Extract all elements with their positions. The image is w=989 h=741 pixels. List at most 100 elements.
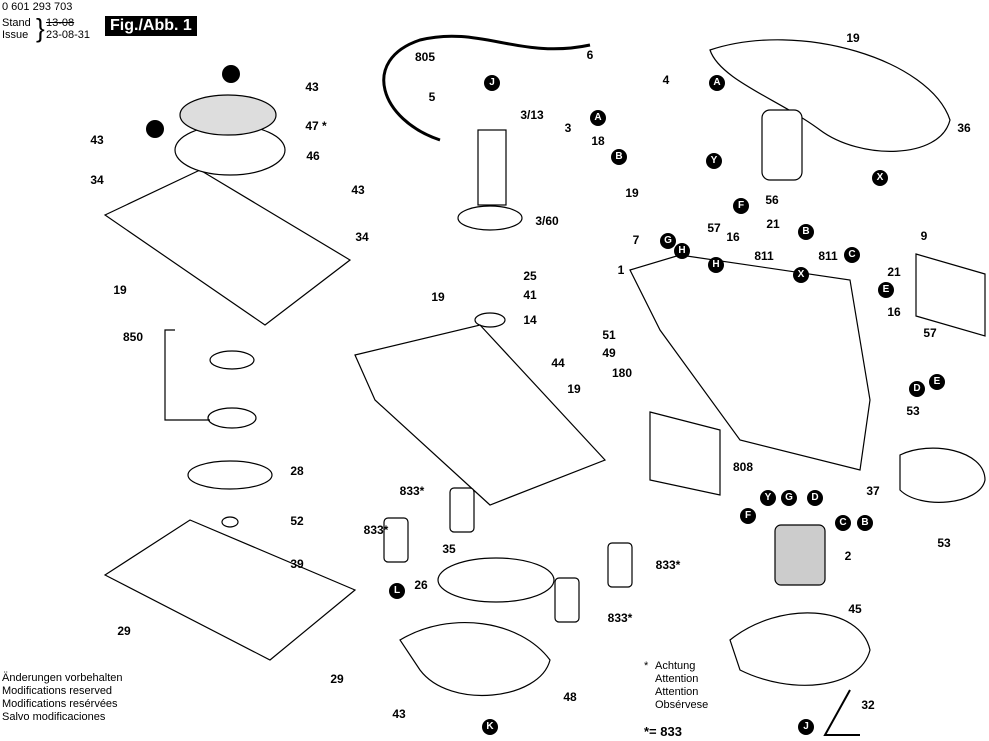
connector-X: X — [793, 267, 809, 283]
connector-K: K — [482, 719, 498, 735]
callout-39: 39 — [290, 557, 304, 571]
callout-52: 52 — [290, 514, 304, 528]
callout-18: 18 — [591, 134, 605, 148]
modification-note: Änderungen vorbehalten — [2, 672, 123, 684]
issue-label: Issue — [2, 29, 29, 41]
attention-note: Achtung — [655, 660, 696, 672]
base-plate-part — [103, 169, 352, 326]
attention-note: Obsérvese — [655, 699, 709, 711]
armature-part-3 — [477, 129, 507, 206]
bearing-part — [209, 350, 255, 370]
modification-note: Modifications resérvées — [2, 698, 118, 710]
nut-part-52 — [221, 516, 239, 528]
marker-dot — [222, 65, 240, 83]
dust-bag-part-48 — [399, 622, 551, 697]
callout-21: 21 — [887, 265, 901, 279]
connector-J: J — [484, 75, 500, 91]
connector-H: H — [674, 243, 690, 259]
cover-part-36 — [709, 39, 951, 152]
connector-D: D — [909, 381, 925, 397]
pad-part-39 — [103, 519, 357, 661]
callout-19: 19 — [846, 31, 860, 45]
connector-L: L — [389, 583, 405, 599]
callout-34: 34 — [355, 230, 369, 244]
callout-34: 34 — [90, 173, 104, 187]
callout-14: 14 — [523, 313, 537, 327]
connector-A: A — [590, 110, 606, 126]
callout-1: 1 — [617, 263, 625, 277]
hex-key-part-32 — [823, 689, 860, 736]
foam-ring-part-47 — [179, 94, 277, 136]
label-part-9 — [915, 253, 986, 337]
callout-2: 2 — [844, 549, 852, 563]
brace-icon: } — [36, 13, 45, 43]
modification-note: Modifications reserved — [2, 685, 113, 697]
connector-F: F — [740, 508, 756, 524]
attention-note: Attention — [655, 673, 699, 685]
modifications-notes: Änderungen vorbehalten Modifications res… — [2, 672, 122, 724]
housing-part-44 — [354, 324, 607, 506]
connector-E: E — [878, 282, 894, 298]
callout-19: 19 — [113, 283, 127, 297]
eccentric-part-28 — [187, 460, 273, 490]
connector-F: F — [733, 198, 749, 214]
callout-45: 45 — [848, 602, 862, 616]
callout-41: 41 — [523, 288, 537, 302]
callout-833-: 833* — [363, 523, 389, 537]
callout-47--: 47 * — [305, 119, 327, 133]
callout-56: 56 — [765, 193, 779, 207]
attention-mark: * — [644, 660, 649, 672]
callout-3: 3 — [564, 121, 572, 135]
callout-43: 43 — [305, 80, 319, 94]
connector-G: G — [660, 233, 676, 249]
callout-19: 19 — [431, 290, 445, 304]
callout-29: 29 — [117, 624, 131, 638]
callout-16: 16 — [726, 230, 740, 244]
connector-H: H — [708, 257, 724, 273]
callout-3-13: 3/13 — [520, 108, 544, 122]
callout-26: 26 — [414, 578, 428, 592]
legend-833: *= 833 — [644, 724, 682, 739]
part-number: 0 601 293 703 — [2, 1, 73, 13]
connector-A: A — [709, 75, 725, 91]
connector-Y: Y — [760, 490, 776, 506]
bumper-part-833 — [449, 487, 475, 533]
bumper-part-833 — [554, 577, 580, 623]
issue-date: 23-08-31 — [46, 29, 91, 41]
attention-notes: Achtung Attention Attention Obsérvese — [655, 660, 708, 712]
callout-28: 28 — [290, 464, 304, 478]
callout-19: 19 — [625, 186, 639, 200]
connector-Y: Y — [706, 153, 722, 169]
callout-833-: 833* — [399, 484, 425, 498]
callout-35: 35 — [442, 542, 456, 556]
fan-part-26 — [437, 557, 555, 603]
connector-X: X — [872, 170, 888, 186]
callout-49: 49 — [602, 346, 616, 360]
stand-label: Stand — [2, 17, 31, 29]
field-coil-part-2 — [774, 524, 826, 586]
modification-note: Salvo modificaciones — [2, 711, 106, 723]
bumper-part-833 — [607, 542, 633, 588]
knob-part-53 — [899, 447, 986, 503]
callout-3-60: 3/60 — [535, 214, 559, 228]
fan-part-3-60 — [457, 205, 523, 231]
callout-44: 44 — [551, 356, 565, 370]
callout-805: 805 — [414, 50, 436, 64]
label-part-808 — [649, 411, 721, 496]
callout-32: 32 — [861, 698, 875, 712]
callout-43: 43 — [351, 183, 365, 197]
callout-6: 6 — [586, 48, 594, 62]
callout-36: 36 — [957, 121, 971, 135]
callout-43: 43 — [392, 707, 406, 721]
connector-C: C — [844, 247, 860, 263]
figure-label: Fig./Abb. 1 — [105, 16, 197, 36]
connector-C: C — [835, 515, 851, 531]
connector-J: J — [798, 719, 814, 735]
callout-37: 37 — [866, 484, 880, 498]
old-date: 13-08 — [46, 17, 75, 29]
callout-180: 180 — [611, 366, 633, 380]
connector-B: B — [857, 515, 873, 531]
callout-43: 43 — [90, 133, 104, 147]
callout-29: 29 — [330, 672, 344, 686]
